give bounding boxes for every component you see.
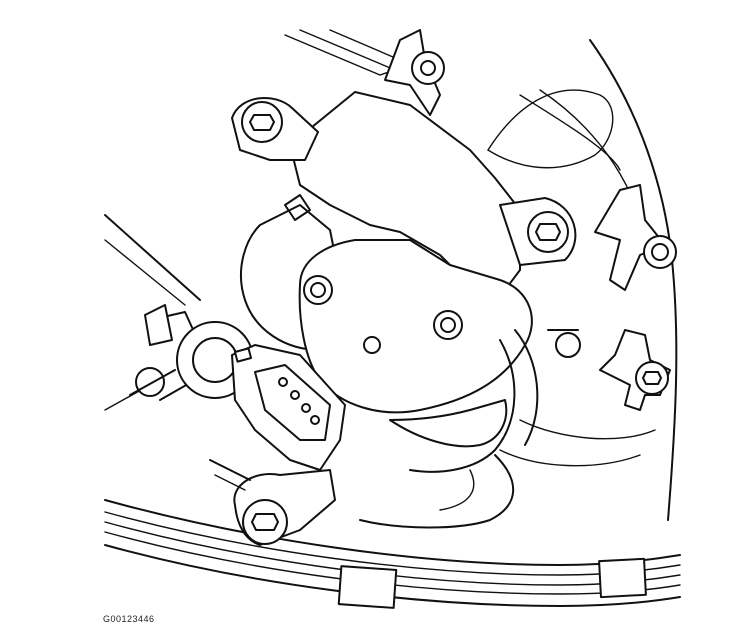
electrical-connector: [231, 344, 346, 471]
wiring-harness: [104, 499, 681, 609]
top-wing-bracket: [384, 29, 445, 116]
harness-clip-right: [598, 557, 647, 599]
figure-reference-code: G00123446: [103, 614, 155, 624]
actuator-body: [231, 91, 581, 473]
lower-mounting-bracket: [209, 459, 336, 546]
right-wing-bracket-upper: [594, 184, 677, 291]
harness-clip-left: [337, 565, 398, 609]
right-wing-bracket-lower: [599, 329, 671, 411]
